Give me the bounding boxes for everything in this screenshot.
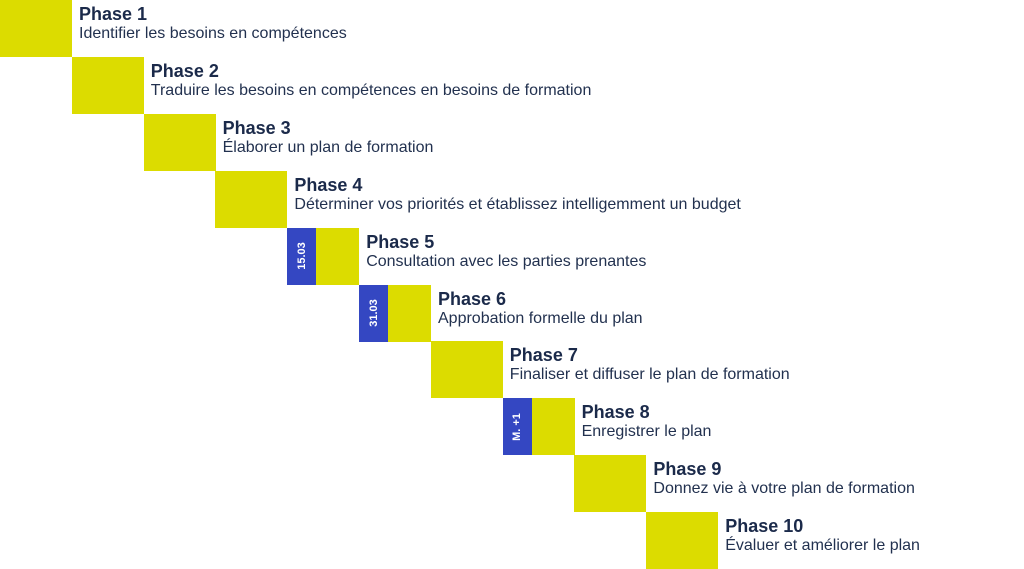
phase-description: Identifier les besoins en compétences	[79, 25, 347, 42]
phase-description: Traduire les besoins en compétences en b…	[150, 81, 592, 99]
phase-title: Phase 9	[653, 459, 722, 480]
date-tag-label: 15.03	[295, 242, 308, 270]
phase-title: Phase 7	[509, 345, 578, 366]
phase-block	[646, 512, 719, 569]
phase-description: Élaborer un plan de formation	[222, 138, 434, 156]
phase-description: Approbation formelle du plan	[438, 309, 643, 327]
date-tag: M. +1	[502, 398, 532, 456]
date-tag: 31.03	[359, 284, 388, 342]
phase-block	[215, 170, 288, 228]
phase-block: 15.03	[287, 227, 360, 285]
phase-block: 31.03	[359, 284, 431, 342]
phase-title: Phase 10	[725, 516, 804, 537]
phase-description: Finaliser et diffuser le plan de formati…	[509, 366, 790, 384]
phase-title: Phase 1	[79, 4, 148, 24]
phase-description: Enregistrer le plan	[581, 423, 712, 441]
phase-description: Donnez vie à votre plan de formation	[653, 480, 915, 498]
phase-title: Phase 4	[294, 174, 363, 195]
phase-block	[71, 56, 144, 114]
date-tag: 15.03	[287, 227, 317, 285]
phase-block: M. +1	[502, 398, 575, 456]
date-tag-label: M. +1	[511, 412, 524, 441]
phase-description: Évaluer et améliorer le plan	[725, 537, 920, 555]
phase-block	[0, 0, 72, 57]
phase-description: Déterminer vos priorités et établissez i…	[294, 195, 741, 213]
date-tag-label: 31.03	[367, 299, 380, 327]
phase-title: Phase 2	[150, 60, 219, 81]
phase-title: Phase 3	[222, 117, 291, 138]
phase-block	[574, 455, 647, 513]
phase-title: Phase 8	[581, 402, 650, 423]
phase-description: Consultation avec les parties prenantes	[366, 252, 647, 270]
phase-block	[143, 113, 216, 171]
phase-title: Phase 5	[366, 231, 435, 252]
phase-title: Phase 6	[438, 288, 507, 309]
phase-block	[430, 341, 503, 399]
